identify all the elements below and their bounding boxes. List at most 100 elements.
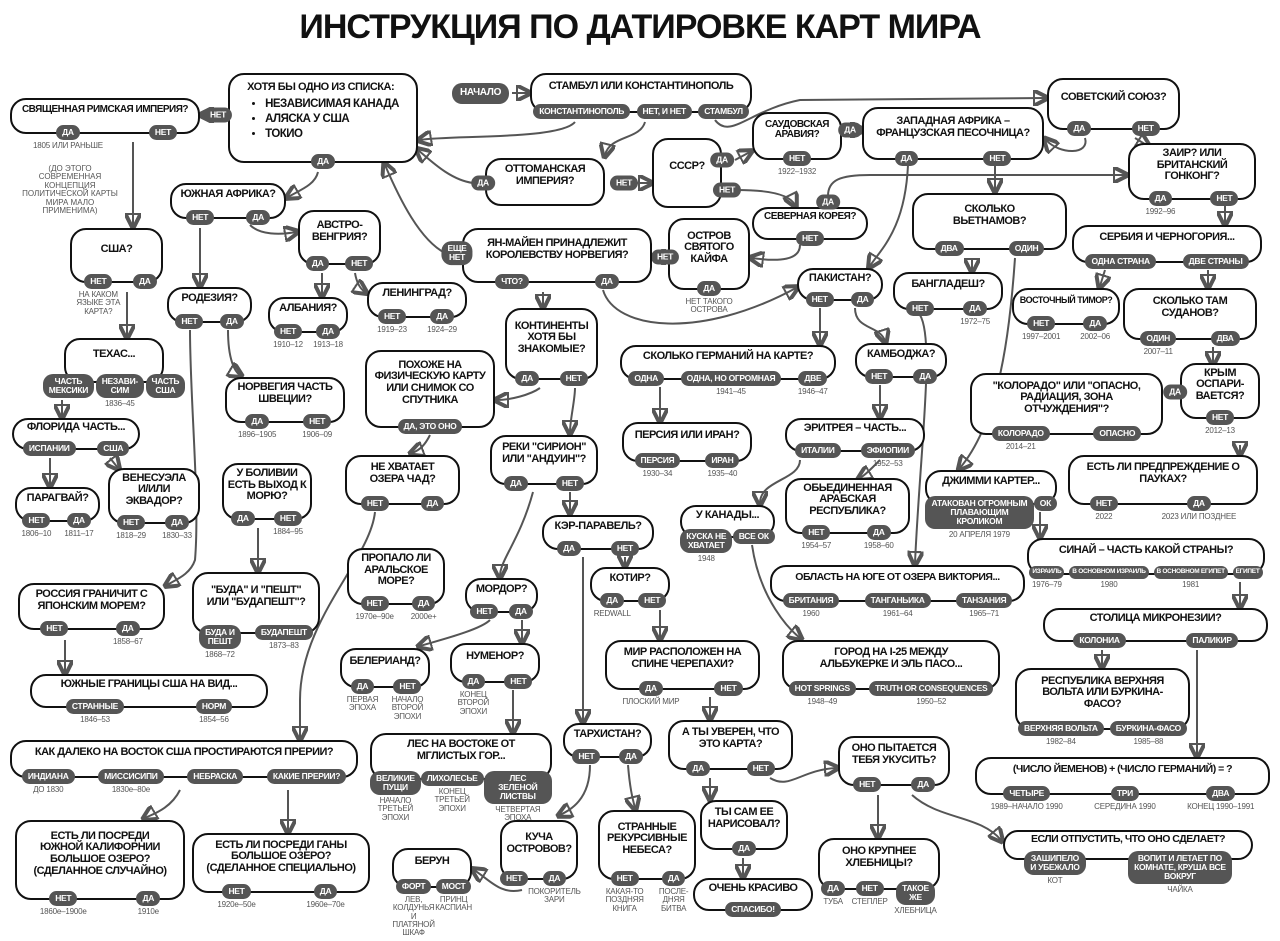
answer-button[interactable]: ДА xyxy=(313,884,338,899)
answer-button[interactable]: ДА xyxy=(850,292,875,307)
answer-option[interactable]: ДА xyxy=(838,122,862,138)
answer-button[interactable]: ЛЕС ЗЕЛЕНОЙ ЛИСТВЫ xyxy=(483,771,552,804)
answer-option[interactable]: СПАСИБО! xyxy=(725,902,781,917)
answer-option[interactable]: НЕТ xyxy=(1131,121,1160,136)
answer-option[interactable]: ОДНА xyxy=(628,371,664,386)
answer-button[interactable]: ДА xyxy=(557,541,581,556)
answer-button[interactable]: ДА xyxy=(116,621,140,636)
answer-button[interactable]: ИСПАНИИ xyxy=(22,441,76,456)
answer-option[interactable]: НЕТ xyxy=(746,761,775,776)
answer-option[interactable]: ДА xyxy=(911,777,935,792)
answer-button[interactable]: НЕТ xyxy=(1205,410,1235,425)
answer-button[interactable]: АТАКОВАН ОГРОМНЫМ ПЛАВАЮЩИМ КРОЛИКОМ xyxy=(925,496,1034,529)
answer-button[interactable]: НЕТ xyxy=(186,210,215,225)
answer-option[interactable]: НЕТ xyxy=(572,749,601,764)
answer-option[interactable]: ДА xyxy=(686,761,710,776)
answer-button[interactable]: ФОРТ xyxy=(395,879,432,894)
answer-button[interactable]: КУСКА НЕ ХВАТАЕТ xyxy=(680,529,733,553)
answer-option[interactable]: ДА xyxy=(1163,384,1187,400)
answer-option[interactable]: НЕТ xyxy=(906,301,935,316)
answer-button[interactable]: НЕТ xyxy=(222,884,251,899)
answer-button[interactable]: ЗАШИПЕЛО И УБЕЖАЛО xyxy=(1024,851,1086,875)
answer-option[interactable]: НЕТ xyxy=(203,107,233,123)
answer-button[interactable]: ДА xyxy=(311,154,335,169)
answer-button[interactable]: НОРМ xyxy=(195,699,233,714)
answer-button[interactable]: СТРАННЫЕ xyxy=(65,699,124,714)
answer-button[interactable]: НЕТ xyxy=(40,621,69,636)
answer-button[interactable]: ДА xyxy=(542,871,567,886)
answer-button[interactable]: НЕТ xyxy=(393,679,422,694)
answer-option[interactable]: ДА xyxy=(850,292,875,307)
answer-button[interactable]: НЕТ xyxy=(116,515,146,530)
answer-option[interactable]: ДА xyxy=(220,314,244,329)
answer-button[interactable]: ВЕРХНЯЯ ВОЛЬТА xyxy=(1018,721,1104,736)
answer-button[interactable]: НЕТ xyxy=(1089,496,1118,511)
answer-option[interactable]: НЕТ xyxy=(638,593,667,608)
answer-button[interactable]: ДА xyxy=(246,210,270,225)
answer-button[interactable]: ДА xyxy=(67,513,91,528)
answer-option[interactable]: США xyxy=(97,441,130,456)
answer-button[interactable]: НЕТ xyxy=(609,175,639,191)
answer-button[interactable]: ДА xyxy=(697,281,721,296)
answer-button[interactable]: ОПАСНО xyxy=(1093,426,1142,441)
answer-button[interactable]: ТАНГАНЬИКА xyxy=(864,593,931,608)
answer-button[interactable]: ОДНА, НО ОГРОМНАЯ xyxy=(680,371,782,386)
answer-button[interactable]: ДА xyxy=(509,604,533,619)
answer-option[interactable]: ИТАЛИИ xyxy=(795,443,841,458)
answer-button[interactable]: БУДАПЕШТ xyxy=(254,625,313,640)
answer-button[interactable]: НЕТ xyxy=(377,309,407,324)
answer-button[interactable]: ДА xyxy=(661,871,686,886)
answer-button[interactable]: НЕТ xyxy=(175,314,204,329)
answer-button[interactable]: НЕТ xyxy=(84,274,113,289)
answer-option[interactable]: ИСПАНИИ xyxy=(22,441,76,456)
answer-button[interactable]: ДВЕ СТРАНЫ xyxy=(1182,254,1249,269)
answer-button[interactable]: HOT SPRINGS xyxy=(788,681,856,696)
answer-button[interactable]: ТАКОЕ ЖЕ xyxy=(896,881,935,905)
answer-button[interactable]: В ОСНОВНОМ ЕГИПЕТ xyxy=(1153,566,1228,579)
answer-button[interactable]: НЕТ xyxy=(273,511,302,526)
answer-button[interactable]: НЕТ xyxy=(1210,191,1239,206)
answer-button[interactable]: TRUTH OR CONSEQUENCES xyxy=(869,681,994,696)
answer-button[interactable]: ДА xyxy=(838,122,862,138)
answer-button[interactable]: ДА xyxy=(686,761,710,776)
answer-option[interactable]: ВОПИТ И ЛЕТАЕТ ПО КОМНАТЕ, КРУША ВСЕ ВОК… xyxy=(1128,851,1232,894)
answer-button[interactable]: ДВА xyxy=(1210,331,1240,346)
answer-button[interactable]: НЕТ xyxy=(802,525,831,540)
answer-button[interactable]: ЧТО? xyxy=(495,274,529,289)
answer-button[interactable]: ДА xyxy=(420,496,445,511)
answer-button[interactable]: ЕЩЕ НЕТ xyxy=(441,241,473,265)
answer-option[interactable]: НЕТ xyxy=(470,604,499,619)
answer-option[interactable]: НЕТ, И НЕТ xyxy=(636,104,692,119)
start-node[interactable]: НАЧАЛО xyxy=(452,83,510,104)
answer-option[interactable]: ОДИН xyxy=(1008,241,1045,256)
answer-option[interactable]: ДА xyxy=(913,369,937,384)
answer-button[interactable]: ИНДИАНА xyxy=(21,769,75,784)
answer-button[interactable]: КОЛОРАДО xyxy=(991,426,1050,441)
answer-button[interactable]: ИРАН xyxy=(705,453,740,468)
